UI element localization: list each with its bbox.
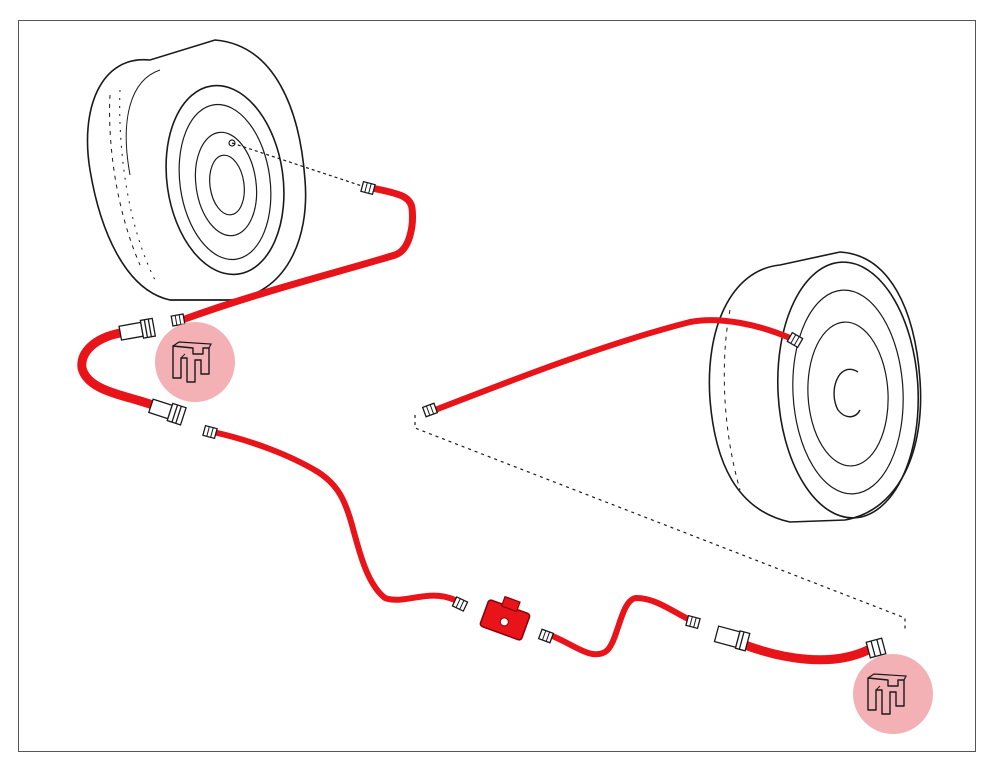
tee-junction-icon [479, 595, 531, 641]
retaining-clip-left [155, 322, 235, 402]
left-axle-line [231, 142, 363, 187]
left-wheel [86, 39, 307, 301]
right-wheel [708, 251, 922, 523]
fittings [118, 180, 887, 659]
right-axle-line [414, 415, 906, 632]
retaining-clip-right [853, 654, 933, 734]
brake-line [77, 184, 873, 665]
